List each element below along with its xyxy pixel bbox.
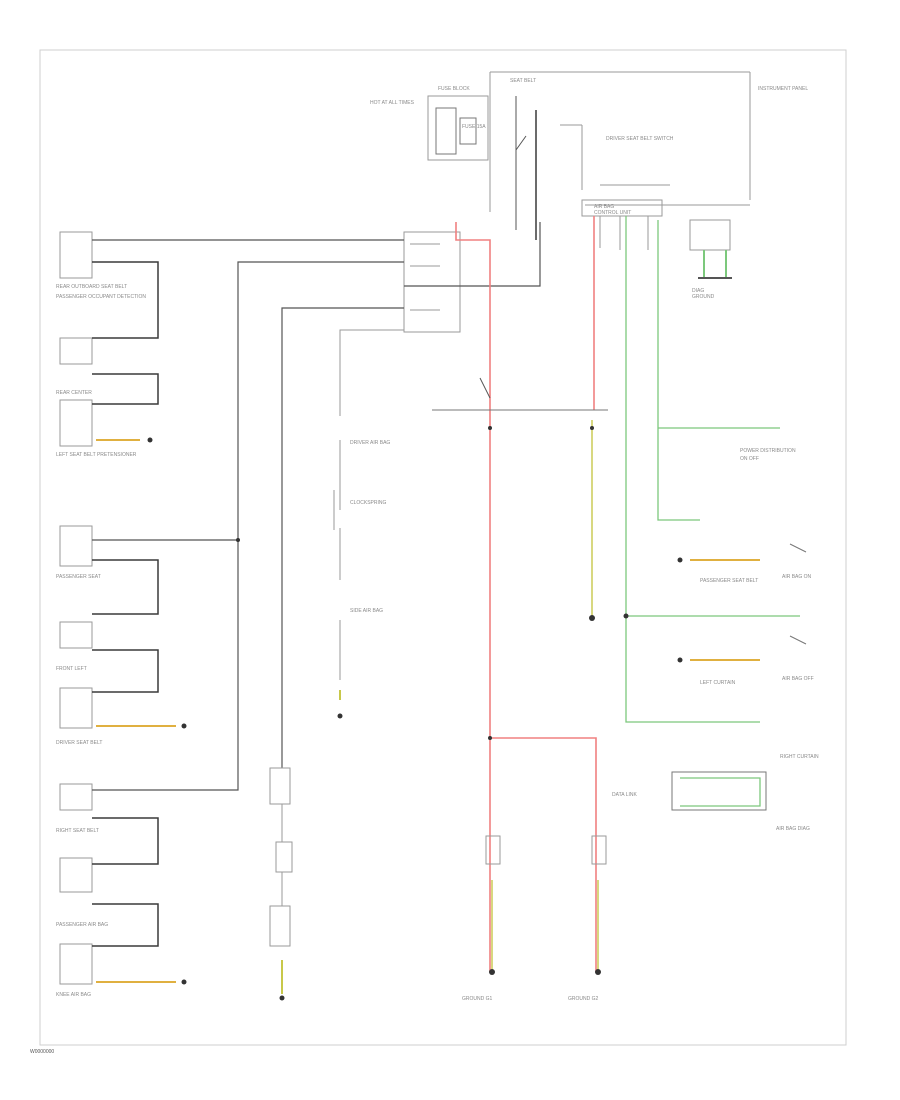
yellow-bottom-wires (491, 420, 599, 972)
figure-id: W0000000 (30, 1049, 55, 1055)
top-fuse-module (427, 71, 751, 240)
main-connector (403, 231, 461, 333)
right-terminal-dots (236, 426, 683, 975)
label-left-12: SIDE AIR BAG (350, 608, 383, 614)
label-fuse-block: FUSE BLOCK (438, 86, 470, 92)
label-right-1: ON OFF (740, 456, 759, 462)
label-fuse: FUSE 15A (462, 124, 486, 130)
label-air-bag: AIR BAG (594, 204, 614, 210)
label-right-8: AIR BAG DIAG (776, 826, 810, 832)
top-labels: FUSE BLOCK HOT AT ALL TIMES FUSE 15A SEA… (370, 78, 808, 300)
label-instrument-panel: INSTRUMENT PANEL (758, 86, 808, 92)
diagram-border (39, 49, 847, 1046)
label-right-6: RIGHT CURTAIN (780, 754, 819, 760)
label-driver-seat-belt-switch: DRIVER SEAT BELT SWITCH (606, 136, 674, 142)
right-labels: POWER DISTRIBUTION ON OFF PASSENGER SEAT… (462, 448, 819, 1002)
label-right-4: AIR BAG OFF (782, 676, 814, 682)
label-left-11: CLOCKSPRING (350, 500, 387, 506)
label-left-9: KNEE AIR BAG (56, 992, 91, 998)
bottom-ground-dot (279, 995, 285, 1001)
control-unit-connector (581, 199, 731, 251)
label-right-10: GROUND G2 (568, 996, 599, 1002)
right-switches (671, 543, 807, 811)
label-control-unit: CONTROL UNIT (594, 210, 631, 216)
orange-ground-stubs (96, 439, 176, 983)
green-signal-wires (625, 216, 800, 807)
label-diag: DIAG (692, 288, 704, 294)
label-left-4: PASSENGER SEAT (56, 574, 101, 580)
left-labels: REAR OUTBOARD SEAT BELT PASSENGER OCCUPA… (56, 284, 390, 998)
center-left-switch-stack (333, 329, 404, 680)
red-power-wires (455, 216, 597, 972)
label-left-10: DRIVER AIR BAG (350, 440, 390, 446)
orange-right-stubs (690, 559, 760, 661)
left-components (59, 231, 93, 985)
label-right-7: DATA LINK (612, 792, 637, 798)
label-right-2: PASSENGER SEAT BELT (700, 578, 758, 584)
label-left-8: PASSENGER AIR BAG (56, 922, 108, 928)
left-dark-loops (92, 261, 159, 947)
label-right-5: LEFT CURTAIN (700, 680, 736, 686)
label-left-3: LEFT SEAT BELT PRETENSIONER (56, 452, 137, 458)
label-seat-belt: SEAT BELT (510, 78, 536, 84)
label-right-0: POWER DISTRIBUTION (740, 448, 796, 454)
ground-dots (147, 437, 343, 985)
center-bottom-stack (269, 767, 293, 947)
label-right-3: AIR BAG ON (782, 574, 812, 580)
left-feed-wires (92, 222, 541, 791)
label-left-2: REAR CENTER (56, 390, 92, 396)
label-hot-at-all-times: HOT AT ALL TIMES (370, 100, 415, 106)
label-left-0: REAR OUTBOARD SEAT BELT (56, 284, 127, 290)
label-left-7: RIGHT SEAT BELT (56, 828, 99, 834)
label-right-9: GROUND G1 (462, 996, 493, 1002)
label-left-6: DRIVER SEAT BELT (56, 740, 102, 746)
label-left-5: FRONT LEFT (56, 666, 87, 672)
label-ground: GROUND (692, 294, 715, 300)
label-left-1: PASSENGER OCCUPANT DETECTION (56, 294, 146, 300)
bottom-center-components (485, 835, 607, 865)
green-stub-wires (703, 250, 727, 278)
switch-arm (479, 377, 491, 399)
